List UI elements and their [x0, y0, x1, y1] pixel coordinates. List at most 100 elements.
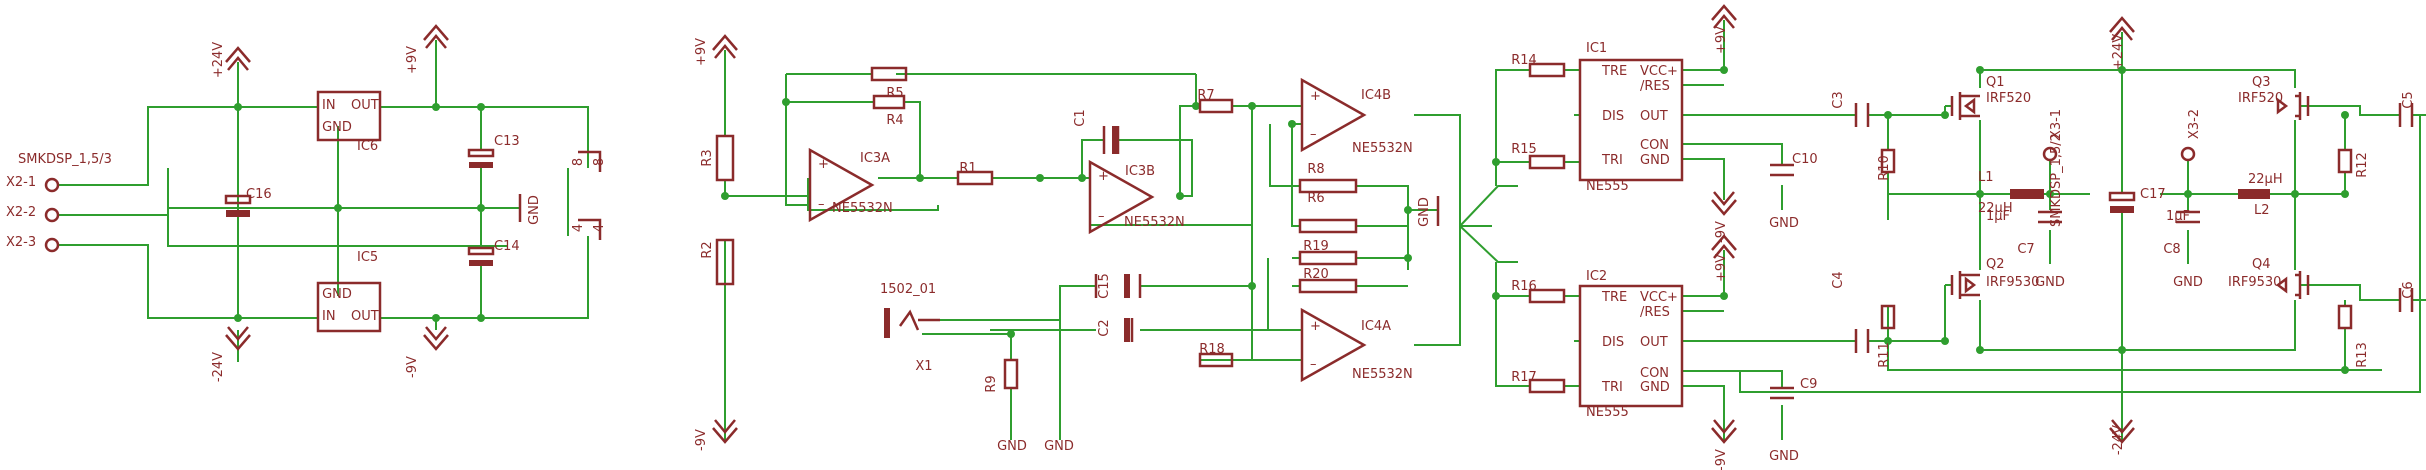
schematic-label: NE555 [1586, 179, 1629, 194]
schematic-label: R8 [1307, 162, 1324, 177]
capacitor-c14 [467, 246, 495, 266]
schematic-label: GND [1640, 153, 1670, 168]
schematic-label: IRF520 [1986, 91, 2031, 106]
junctions [234, 66, 2349, 374]
svg-text:+: + [1098, 169, 1109, 184]
capacitor-c7 [2038, 210, 2062, 224]
schematic-label: -24V [211, 352, 226, 382]
schematic-label: R12 [2355, 152, 2370, 178]
schematic-label: OUT [1640, 335, 1668, 350]
schematic-label: GND [1769, 449, 1799, 464]
schematic-label: IC4B [1361, 88, 1391, 103]
schematic-label: TRE [1601, 290, 1627, 305]
schematic-label: NE5532N [1352, 141, 1413, 156]
capacitor-c10 [1770, 163, 1794, 177]
schematic-label: TRI [1601, 153, 1623, 168]
schematic-label: 8 [592, 158, 607, 166]
svg-text:–: – [1310, 357, 1317, 372]
schematic-label: R17 [1511, 370, 1537, 385]
capacitor-c2 [1124, 318, 1134, 342]
schematic-label: GND [2173, 275, 2203, 290]
schematic-label: -24V [2111, 425, 2126, 455]
schematic-label: +9V [405, 46, 420, 74]
schematic-label: R20 [1303, 267, 1329, 282]
schematic-label: -9V [1714, 449, 1729, 470]
schematic-label: GND [1044, 439, 1074, 454]
schematic-label: NE5532N [1124, 215, 1185, 230]
schematic-label: -9V [1714, 221, 1729, 243]
capacitor-c17 [2108, 191, 2136, 213]
schematic-label: R13 [2355, 342, 2370, 368]
schematic-label: 8 [571, 158, 586, 166]
schematic-label: L1 [1978, 170, 1994, 185]
schematic-label: GND [322, 287, 352, 302]
schematic-label: C10 [1792, 152, 1818, 167]
schematic-label: X3-2 [2187, 109, 2202, 139]
schematic-label: VCC+ [1640, 290, 1678, 305]
schematic-label: GND [527, 195, 542, 225]
inductor-l1 [2010, 189, 2044, 199]
schematic-label: VCC+ [1640, 64, 1678, 79]
schematic-label: IRF520 [2238, 91, 2283, 106]
schematic-label: 22µH [2248, 172, 2283, 187]
schematic-label: R4 [886, 113, 903, 128]
schematic-label: GND [322, 120, 352, 135]
schematic-label: IC6 [357, 139, 378, 154]
capacitor-c5 [2398, 103, 2414, 127]
schematic-label: IC1 [1586, 41, 1607, 56]
schematic-label: IC3B [1125, 164, 1155, 179]
resistor-r20 [1298, 278, 1358, 294]
schematic-label: GND [1769, 216, 1799, 231]
schematic-label: R16 [1511, 279, 1537, 294]
schematic-label: C4 [1831, 271, 1846, 288]
schematic-label: IRF9530 [2228, 275, 2281, 290]
power-arrows [225, 4, 2135, 444]
resistor-r5 [870, 66, 908, 82]
schematic-label: GND [2035, 275, 2065, 290]
svg-text:+: + [1310, 319, 1321, 334]
schematic-label: IC4A [1361, 319, 1391, 334]
regulator-ic6 [316, 90, 382, 142]
schematic-label: 4 [571, 224, 586, 232]
resistor-r11 [1880, 304, 1896, 330]
resistor-r6 [1298, 218, 1358, 234]
schematic-label: /RES [1640, 305, 1670, 320]
schematic-label: GND [997, 439, 1027, 454]
schematic-label: C9 [1800, 377, 1817, 392]
schematic-label: R19 [1303, 239, 1329, 254]
output-terminal-x3-1 [2042, 146, 2058, 162]
resistor-r1 [956, 170, 994, 186]
inductor-l2 [2238, 189, 2270, 199]
schematic-label: R11 [1877, 342, 1892, 368]
opamp-ic4a: + – [1300, 307, 1367, 383]
mosfet-q3 [2276, 92, 2310, 120]
schematic-label: SMKDSP_1,5/3 [18, 152, 112, 167]
schematic-label: +9V [694, 38, 709, 66]
schematic-label: NE555 [1586, 405, 1629, 420]
schematic-label: -9V [405, 356, 420, 378]
resistor-r19 [1298, 250, 1358, 266]
schematic-label: X2-2 [6, 205, 36, 220]
resistor-r7 [1198, 98, 1234, 114]
schematic-label: +9V [1714, 26, 1729, 54]
schematic-label: OUT [351, 98, 379, 113]
opamp-ic4b: + – [1300, 77, 1367, 153]
svg-text:–: – [818, 197, 825, 212]
schematic-label: R15 [1511, 142, 1537, 157]
timer-ic1 [1578, 58, 1684, 182]
capacitor-c1 [1102, 126, 1120, 154]
schematic-label: OUT [1640, 109, 1668, 124]
schematic-label: R6 [1307, 191, 1324, 206]
capacitor-c15 [1094, 274, 1142, 298]
timer-ic2 [1578, 284, 1684, 408]
svg-text:+: + [1310, 89, 1321, 104]
schematic-label: 22µH [1978, 201, 2013, 216]
schematic-label: C1 [1073, 109, 1088, 126]
schematic-label: -9V [694, 429, 709, 451]
schematic-label: TRE [1601, 64, 1627, 79]
schematic-label: SMKDSP_1,5/2 [2049, 133, 2064, 227]
schematic-label: C14 [494, 239, 520, 254]
capacitor-c4 [1854, 329, 1870, 353]
schematic-label: R9 [984, 375, 999, 392]
